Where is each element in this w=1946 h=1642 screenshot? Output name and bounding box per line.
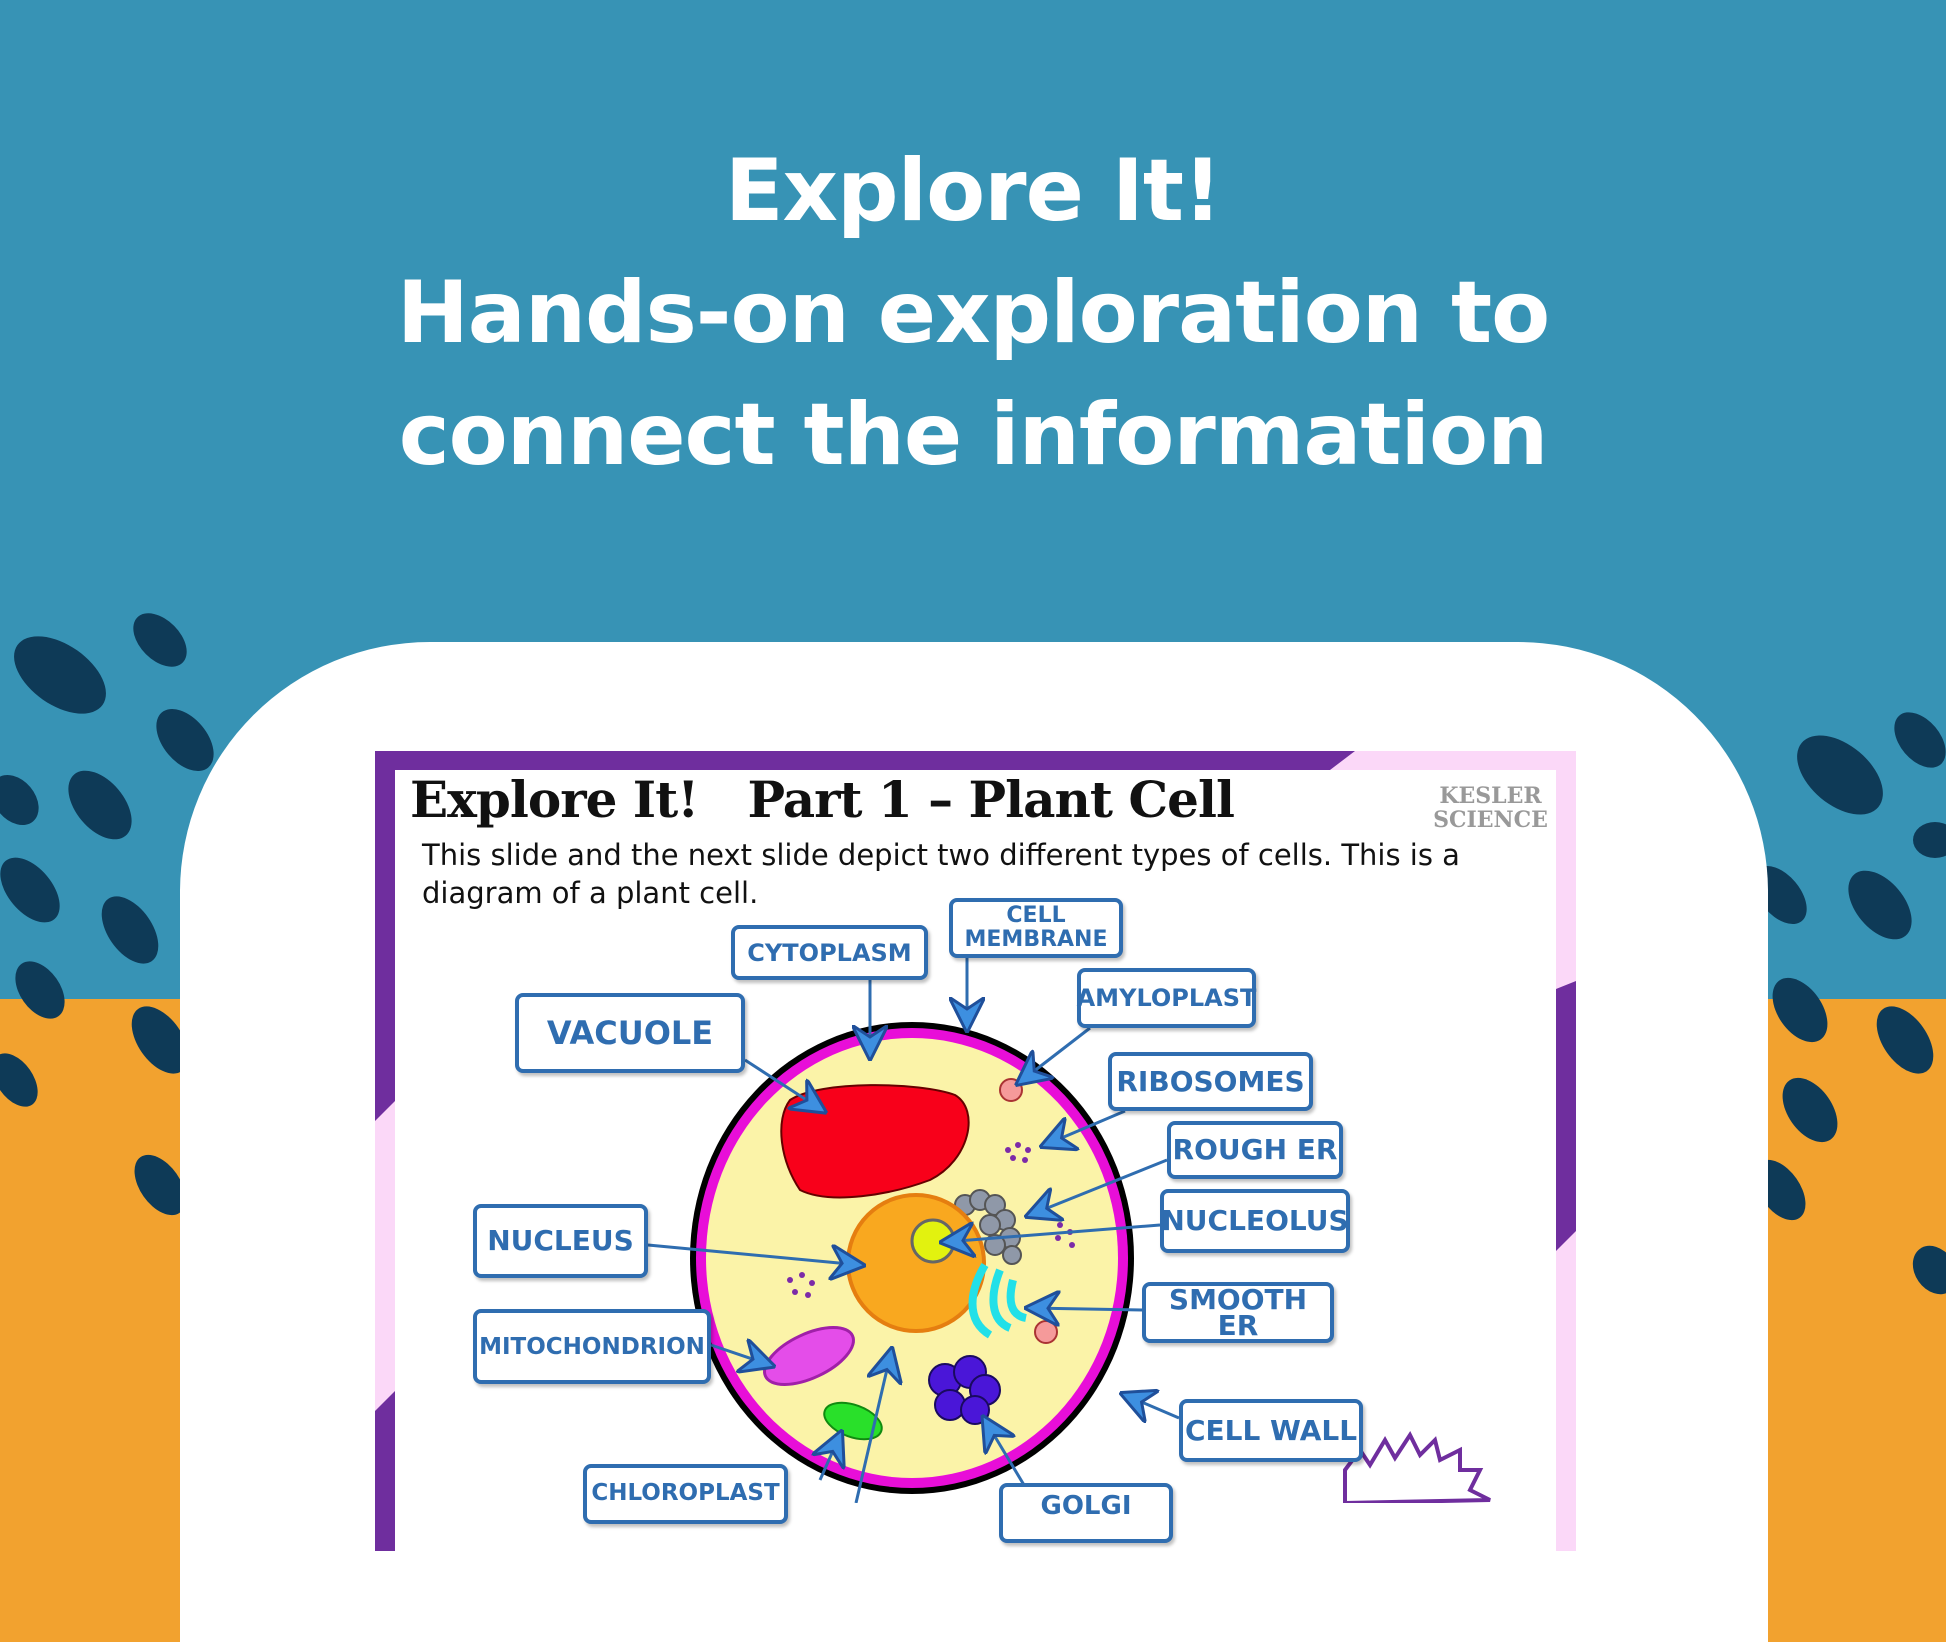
- plant-cell-diagram: [647, 958, 1491, 1503]
- logo-text-2: SCIENCE: [1433, 807, 1548, 833]
- label-vacuole[interactable]: VACUOLE: [515, 993, 745, 1073]
- label-chloroplast[interactable]: CHLOROPLAST: [583, 1464, 788, 1524]
- label-cell-wall[interactable]: CELL WALL: [1179, 1399, 1363, 1462]
- label-arrows: [647, 958, 1180, 1503]
- label-ribosomes[interactable]: RIBOSOMES: [1108, 1052, 1313, 1111]
- kesler-science-logo: KESLER SCIENCE: [1433, 784, 1548, 832]
- smooth-er: [968, 1262, 1028, 1339]
- nucleus: [846, 1193, 986, 1333]
- hero-subtitle-line1: Hands-on exploration to: [396, 263, 1550, 363]
- label-nucleolus[interactable]: NUCLEOLUS: [1160, 1189, 1350, 1253]
- hero-heading: Explore It! Hands-on exploration to conn…: [0, 130, 1946, 496]
- rough-er: [954, 1189, 1022, 1265]
- label-golgi[interactable]: GOLGI: [999, 1483, 1173, 1543]
- amyloplast-2: [1034, 1320, 1058, 1344]
- label-cell-membrane[interactable]: CELL MEMBRANE: [949, 898, 1123, 958]
- label-amyloplast[interactable]: AMYLOPLAST: [1077, 968, 1256, 1028]
- golgi: [928, 1355, 1001, 1425]
- slide-description: This slide and the next slide depict two…: [422, 838, 1460, 910]
- label-cytoplasm[interactable]: CYTOPLASM: [731, 925, 928, 980]
- starburst-badge: [1343, 1430, 1491, 1503]
- slide-title: Explore It! Part 1 – Plant Cell: [410, 770, 1235, 829]
- label-mitochondrion[interactable]: MITOCHONDRION: [473, 1309, 711, 1384]
- hero-subtitle-line2: connect the information: [398, 385, 1549, 485]
- mitochondrion: [763, 1326, 855, 1386]
- label-smooth-er[interactable]: SMOOTH ER: [1142, 1282, 1334, 1343]
- hero-title: Explore It!: [724, 141, 1222, 241]
- label-rough-er[interactable]: ROUGH ER: [1167, 1121, 1343, 1179]
- logo-text-1: KESLER: [1439, 783, 1542, 809]
- amyloplast: [999, 1078, 1023, 1102]
- label-nucleus[interactable]: NUCLEUS: [473, 1204, 648, 1278]
